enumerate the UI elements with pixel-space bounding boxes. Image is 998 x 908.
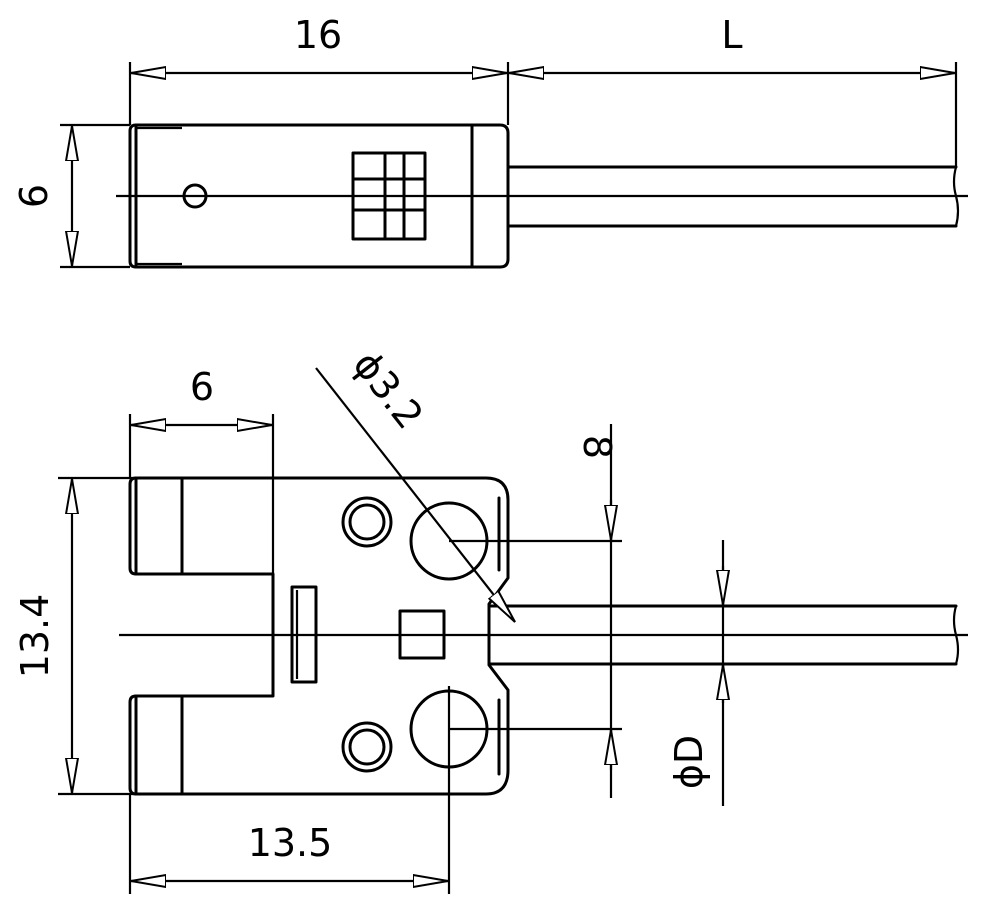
top-view-label-block (351, 151, 427, 241)
front-view-small-hole-top-inner (348, 503, 386, 541)
top-view-body-outline (128, 123, 510, 269)
dim-phi-3-2-label: ϕ3.2 (345, 343, 432, 437)
front-view-slot-marker (290, 585, 318, 684)
dim-phi-D-label: ϕD (667, 735, 711, 789)
dim-13-4-label: 13.4 (13, 594, 57, 679)
dim-phi-3-2-leader (315, 367, 515, 622)
front-view-cable-break (952, 605, 960, 665)
front-view: 6 13.4 13.5 8 ϕD ϕ3.2 (13, 343, 968, 894)
top-view: 16 L 6 (12, 13, 968, 269)
front-view-body-outline (128, 476, 510, 796)
dim-8-label: 8 (575, 435, 619, 459)
front-view-center-square (398, 609, 446, 660)
dim-6-horizontal-label: 6 (190, 365, 214, 409)
top-view-hole (182, 183, 208, 209)
dim-13-5-label: 13.5 (248, 821, 333, 865)
dim-L-label: L (721, 13, 742, 57)
dim-16-label: 16 (294, 13, 342, 57)
dim-6-vertical-label: 6 (12, 184, 56, 208)
front-view-small-hole-bottom-outer (341, 721, 393, 773)
top-view-cable-break (952, 166, 960, 227)
front-view-small-hole-top-outer (341, 496, 393, 548)
front-view-small-hole-bottom-inner (348, 728, 386, 766)
